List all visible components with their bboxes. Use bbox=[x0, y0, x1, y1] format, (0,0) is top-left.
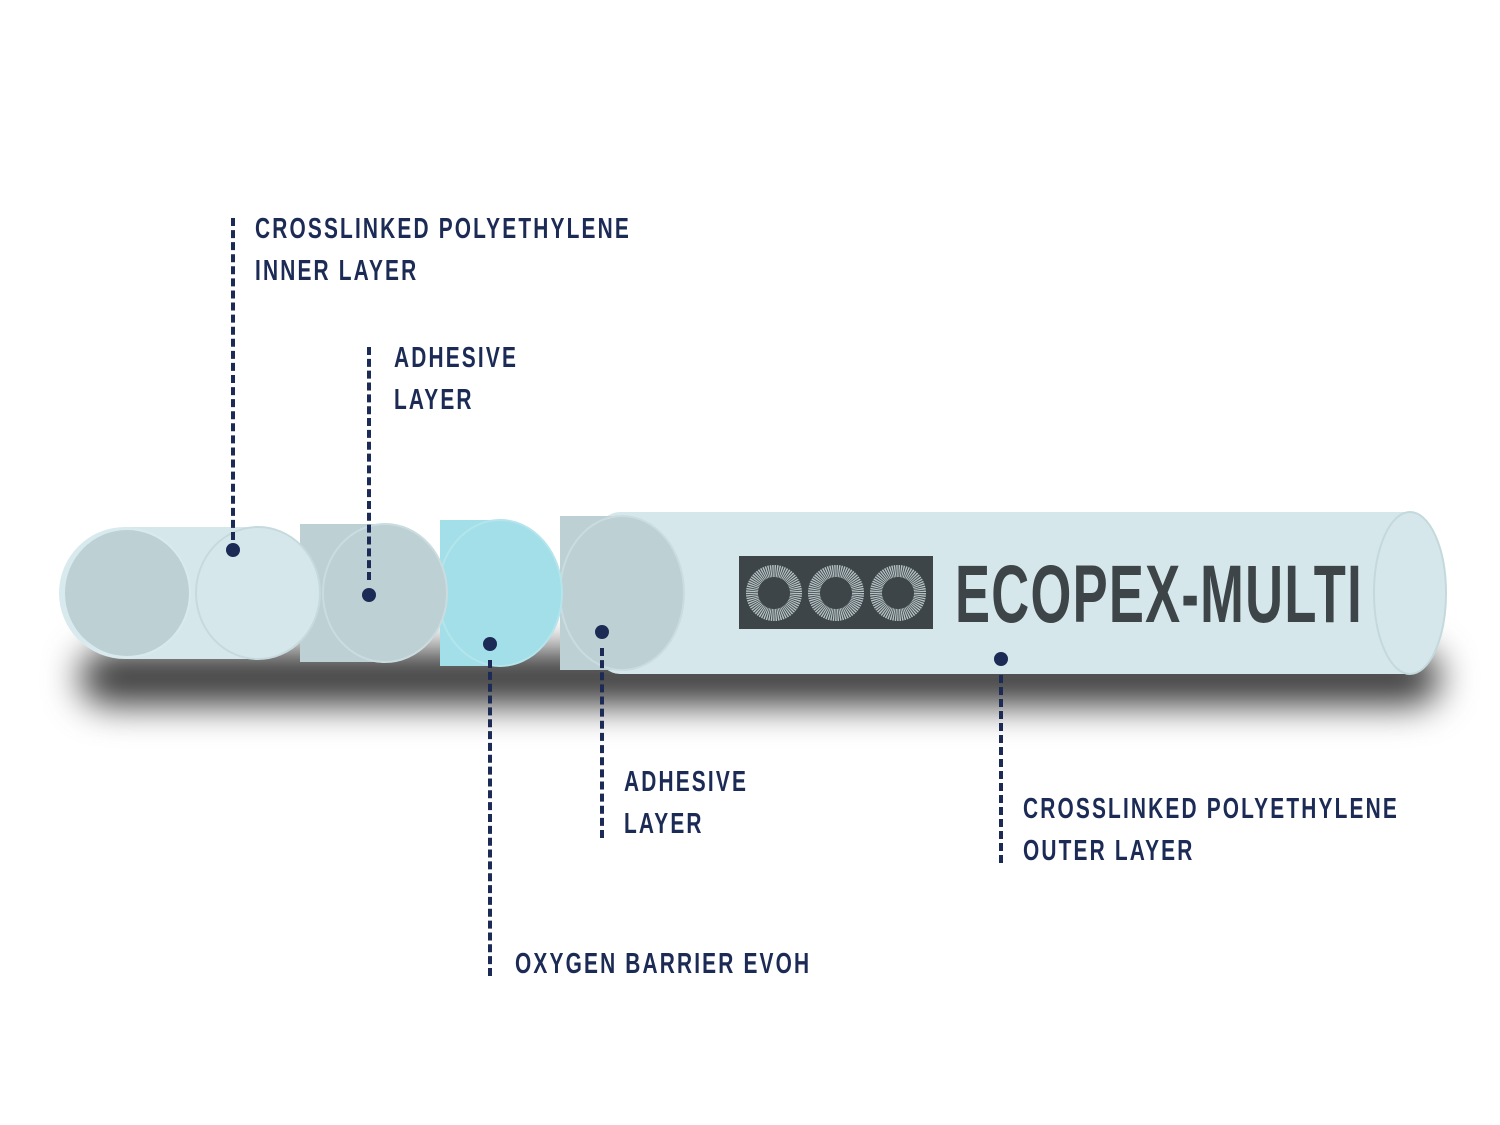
pipe-opening bbox=[65, 530, 189, 656]
label-line: LAYER bbox=[394, 384, 474, 416]
callout-dot-adhesive-outer bbox=[595, 625, 609, 639]
adhesive-outer-layer bbox=[559, 515, 685, 671]
three-rings-logo-icon bbox=[739, 556, 933, 629]
product-name: ECOPEX-MULTI bbox=[955, 549, 1363, 640]
callout-line-evoh bbox=[488, 660, 492, 976]
callout-line-outer bbox=[999, 675, 1003, 863]
label-line: OUTER LAYER bbox=[1023, 835, 1195, 867]
label-line: CROSSLINKED POLYETHYLENE bbox=[255, 213, 631, 245]
callout-line-adhesive-inner bbox=[367, 347, 371, 580]
callout-dot-adhesive-inner bbox=[362, 588, 376, 602]
evoh-layer bbox=[437, 519, 563, 667]
label-line: ADHESIVE bbox=[624, 766, 749, 798]
label-adhesive-outer: ADHESIVE LAYER bbox=[624, 761, 748, 845]
label-line: CROSSLINKED POLYETHYLENE bbox=[1023, 793, 1399, 825]
label-line: LAYER bbox=[624, 808, 704, 840]
label-adhesive-inner: ADHESIVE LAYER bbox=[394, 337, 518, 421]
label-inner-layer: CROSSLINKED POLYETHYLENE INNER LAYER bbox=[255, 208, 631, 292]
inner-layer bbox=[59, 526, 321, 660]
label-line: INNER LAYER bbox=[255, 255, 419, 287]
callout-line-inner bbox=[231, 218, 235, 540]
callout-dot-outer bbox=[994, 652, 1008, 666]
callout-dot-inner bbox=[226, 543, 240, 557]
callout-dot-evoh bbox=[483, 637, 497, 651]
callout-line-adhesive-outer bbox=[600, 648, 604, 838]
label-outer-layer: CROSSLINKED POLYETHYLENE OUTER LAYER bbox=[1023, 788, 1399, 872]
label-oxygen-barrier: OXYGEN BARRIER EVOH bbox=[515, 943, 811, 985]
label-line: ADHESIVE bbox=[394, 342, 519, 374]
label-line: OXYGEN BARRIER EVOH bbox=[515, 948, 812, 980]
